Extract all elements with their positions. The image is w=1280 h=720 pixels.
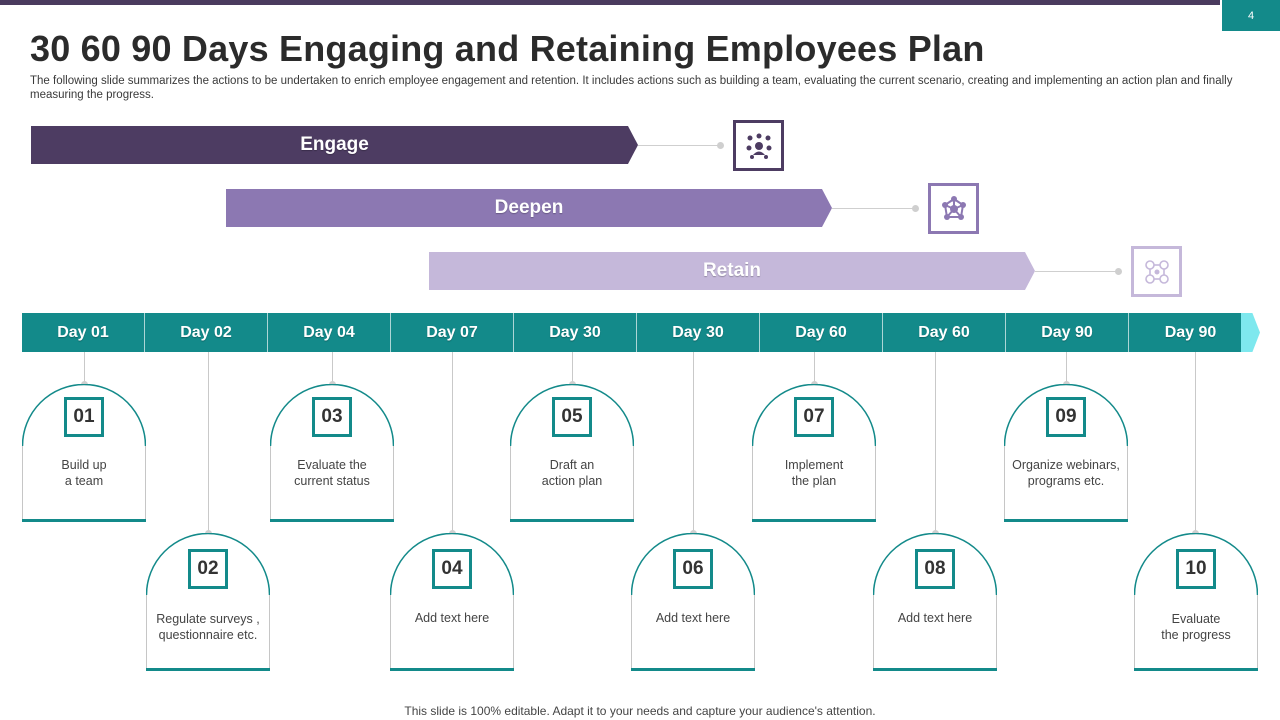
day-bar-arrow-tip <box>1241 313 1260 352</box>
step-text: Organize webinars,programs etc. <box>1012 458 1120 488</box>
timeline-connector <box>452 352 453 533</box>
step-number: 10 <box>1176 549 1216 589</box>
phase-connector-dot <box>912 205 919 212</box>
step-card: 08 Add text here <box>873 533 997 671</box>
phase-connector-dot <box>1115 268 1122 275</box>
timeline-connector <box>1066 352 1067 384</box>
page-number: 4 <box>1222 0 1280 31</box>
timeline-connector <box>332 352 333 384</box>
day-timeline-bar: Day 01 Day 02 Day 04 Day 07 Day 30 Day 3… <box>22 313 1260 352</box>
step-number: 09 <box>1046 397 1086 437</box>
day-cell: Day 60 <box>760 313 883 352</box>
timeline-connector <box>935 352 936 533</box>
day-bar-background <box>22 313 1252 352</box>
phase-deepen-arrow: Deepen <box>226 189 832 227</box>
step-number: 02 <box>188 549 228 589</box>
people-connections-icon <box>1131 246 1182 297</box>
day-cell: Day 01 <box>22 313 145 352</box>
step-card: 02 Regulate surveys ,questionnaire etc. <box>146 533 270 671</box>
timeline-connector <box>208 352 209 533</box>
step-card: 06 Add text here <box>631 533 755 671</box>
step-number: 03 <box>312 397 352 437</box>
phase-retain-arrow: Retain <box>429 252 1035 290</box>
top-accent-bar <box>0 0 1220 5</box>
phase-connector <box>1035 271 1119 272</box>
footer-note: This slide is 100% editable. Adapt it to… <box>404 704 876 718</box>
day-cell: Day 60 <box>883 313 1006 352</box>
day-cell: Day 07 <box>391 313 514 352</box>
day-cell: Day 02 <box>145 313 268 352</box>
timeline-connector <box>1195 352 1196 533</box>
step-card: 09 Organize webinars,programs etc. <box>1004 384 1128 522</box>
timeline-connector <box>572 352 573 384</box>
timeline-connector <box>84 352 85 384</box>
step-number: 08 <box>915 549 955 589</box>
timeline-connector <box>693 352 694 533</box>
step-number: 06 <box>673 549 713 589</box>
phase-connector-dot <box>717 142 724 149</box>
phase-connector <box>638 145 720 146</box>
step-text: Add text here <box>655 611 731 625</box>
phase-label: Deepen <box>494 197 564 218</box>
phase-connector <box>832 208 916 209</box>
day-cell: Day 04 <box>268 313 391 352</box>
day-cell: Day 90 <box>1164 323 1217 341</box>
step-text: Regulate surveys ,questionnaire etc. <box>156 612 260 642</box>
step-number: 05 <box>552 397 592 437</box>
step-card: 04 Add text here <box>390 533 514 671</box>
slide-title: 30 60 90 Days Engaging and Retaining Emp… <box>30 28 985 69</box>
step-text: Add text here <box>414 611 490 625</box>
step-number: 01 <box>64 397 104 437</box>
phase-label: Retain <box>702 260 762 281</box>
step-number: 04 <box>432 549 472 589</box>
phase-label: Engage <box>300 134 369 155</box>
timeline-connector <box>814 352 815 384</box>
day-cell: Day 30 <box>514 313 637 352</box>
step-number: 07 <box>794 397 834 437</box>
network-hub-icon <box>928 183 979 234</box>
team-network-icon <box>733 120 784 171</box>
phase-engage-arrow: Engage <box>31 126 638 164</box>
day-cell: Day 90 <box>1006 313 1129 352</box>
step-text: Add text here <box>897 611 973 625</box>
day-cell: Day 30 <box>637 313 760 352</box>
slide-subtitle: The following slide summarizes the actio… <box>30 75 1233 101</box>
